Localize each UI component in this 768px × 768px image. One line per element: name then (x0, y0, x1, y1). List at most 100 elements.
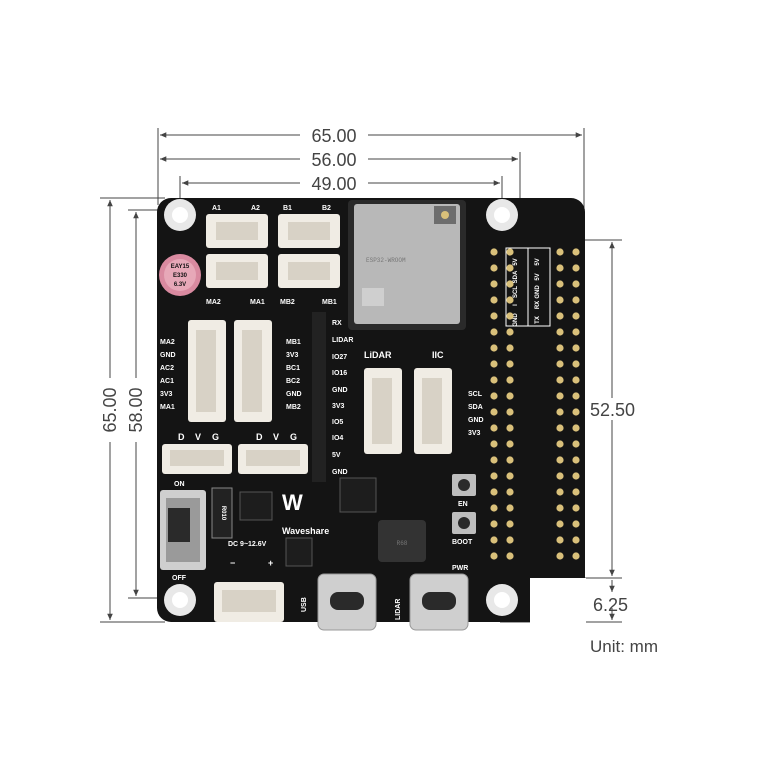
svg-text:OFF: OFF (172, 575, 187, 582)
gpio-pin (572, 456, 580, 464)
gpio-pin (572, 360, 580, 368)
gpio-pin (506, 504, 514, 512)
dim-width-holes: 56.00 (311, 150, 356, 170)
svg-text:3V3: 3V3 (468, 430, 481, 437)
gpio-pin (556, 472, 564, 480)
svg-text:AC2: AC2 (160, 365, 174, 372)
gpio-pin (490, 520, 498, 528)
svg-text:3V3: 3V3 (160, 391, 173, 398)
gpio-pin (556, 536, 564, 544)
gpio-pin (506, 328, 514, 336)
gpio-pin (556, 296, 564, 304)
gpio-pin (556, 488, 564, 496)
iic-connector-label: IIC (432, 350, 444, 360)
svg-text:3V3: 3V3 (286, 352, 299, 359)
gpio-pin (556, 392, 564, 400)
gpio-pin (490, 392, 498, 400)
dim-height-holes: 58.00 (126, 387, 146, 432)
gpio-pin (572, 392, 580, 400)
gpio-pin (506, 488, 514, 496)
gpio-pin (572, 408, 580, 416)
gpio-pin (572, 296, 580, 304)
gpio-pin (556, 456, 564, 464)
svg-text:A1: A1 (212, 205, 221, 212)
gpio-pin (490, 280, 498, 288)
svg-text:W: W (282, 490, 303, 515)
pwr-led-label: PWR (452, 565, 468, 572)
svg-text:D: D (178, 432, 185, 442)
gpio-pin (490, 312, 498, 320)
gpio-pin (490, 248, 498, 256)
gpio-pin (556, 440, 564, 448)
gpio-pin (490, 296, 498, 304)
svg-text:V: V (273, 432, 279, 442)
fuse: R010 (211, 487, 233, 539)
svg-text:E330: E330 (173, 273, 188, 279)
mounting-holes (164, 199, 518, 616)
gpio-pin (506, 392, 514, 400)
servo-connectors: D V G D V G (162, 432, 308, 474)
svg-text:GND: GND (160, 352, 176, 359)
gpio-pin (572, 328, 580, 336)
waveshare-logo: W Waveshare (282, 490, 329, 536)
lidar-usb-c-port: LIDAR (395, 573, 469, 631)
gpio-pin (556, 328, 564, 336)
gpio-pin (490, 424, 498, 432)
motor-connector-labels-top: A1 A2 B1 B2 (212, 205, 331, 212)
gpio-pin (506, 248, 514, 256)
pin-labels-left: MA2 GND AC2 AC1 3V3 MA1 (160, 339, 176, 411)
esp32-module: ESP32-WROOM (348, 200, 466, 330)
svg-text:RX: RX (535, 301, 541, 309)
svg-text:G: G (290, 432, 297, 442)
lidar-connector-label: LiDAR (364, 350, 392, 360)
gpio-pin (556, 424, 564, 432)
gpio-pin (490, 360, 498, 368)
svg-text:SDA: SDA (513, 270, 519, 283)
svg-text:LIDAR: LIDAR (395, 599, 402, 620)
small-ic (285, 537, 313, 567)
gpio-pin (490, 472, 498, 480)
gpio-pin (506, 536, 514, 544)
svg-text:A2: A2 (251, 205, 260, 212)
gpio-header-40pin (490, 248, 580, 560)
gpio-pin (556, 264, 564, 272)
gpio-pin (572, 280, 580, 288)
svg-text:5V: 5V (332, 452, 341, 459)
svg-text:IO4: IO4 (332, 435, 343, 442)
gpio-pin (572, 264, 580, 272)
svg-text:GND: GND (535, 285, 541, 299)
svg-text:GND: GND (513, 313, 519, 327)
gpio-pin (506, 424, 514, 432)
gpio-pin (556, 312, 564, 320)
dim-height-overall: 65.00 (100, 387, 120, 432)
svg-text:MB2: MB2 (286, 404, 301, 411)
svg-text:GND: GND (468, 417, 484, 424)
gpio-pin (556, 360, 564, 368)
gpio-pin (506, 456, 514, 464)
svg-text:BOOT: BOOT (452, 539, 473, 546)
dimension-labels: 65.00 56.00 49.00 65.00 58.00 52.50 6.25… (99, 124, 658, 656)
gpio-pin (506, 472, 514, 480)
unit-label: Unit: mm (590, 637, 658, 656)
gpio-pin (556, 552, 564, 560)
gpio-pin (572, 520, 580, 528)
gpio-pin (556, 248, 564, 256)
svg-text:3V3: 3V3 (332, 403, 345, 410)
svg-text:5V: 5V (535, 273, 541, 280)
svg-text:SCL: SCL (468, 391, 483, 398)
brand-name: Waveshare (282, 526, 329, 536)
svg-text:MA2: MA2 (160, 339, 175, 346)
svg-text:B1: B1 (283, 205, 292, 212)
svg-text:BC2: BC2 (286, 378, 300, 385)
svg-text:+: + (268, 558, 273, 568)
dim-width-overall: 65.00 (311, 126, 356, 146)
svg-text:MB2: MB2 (280, 299, 295, 306)
svg-text:IO5: IO5 (332, 419, 343, 426)
gpio-pin (556, 408, 564, 416)
svg-text:AC1: AC1 (160, 378, 174, 385)
motor-connectors (206, 214, 340, 288)
capacitor: EAY15 E330 6.3V (159, 254, 201, 296)
svg-text:ESP32-WROOM: ESP32-WROOM (366, 257, 406, 264)
svg-text:V: V (195, 432, 201, 442)
